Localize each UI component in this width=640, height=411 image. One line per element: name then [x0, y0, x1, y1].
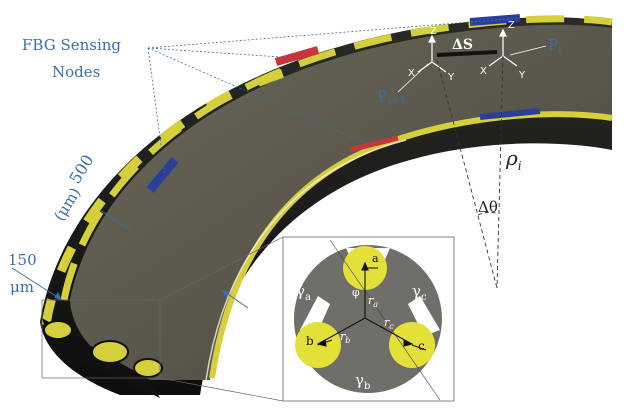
- outer-fiber-strip: [60, 15, 613, 301]
- p-i1-label: Pi+1: [376, 84, 407, 109]
- r-b-label: rb: [340, 330, 350, 345]
- inset-leaders: [41, 236, 284, 402]
- delta-s-label: ΔS: [452, 37, 473, 53]
- axis-y-1: Y: [447, 72, 455, 83]
- fbg-node-blue-2: [479, 108, 541, 120]
- gamma-b-label: γb: [355, 371, 370, 392]
- core-c-label: c: [418, 339, 425, 353]
- fbg-nodes-annotation: FBG Sensing Nodes: [22, 17, 521, 176]
- axis-y-2: Y: [518, 70, 526, 81]
- axis-x-2: X: [480, 66, 487, 77]
- gap-annotation: 150 μm: [8, 251, 249, 309]
- core-a-label: a: [372, 252, 379, 265]
- r-c-label: rc: [384, 316, 394, 331]
- cross-section-inset: γa γc γb a b c ra rb rc φ: [282, 236, 455, 402]
- axis-z-2: Z: [508, 20, 515, 31]
- phi-label: φ: [352, 286, 360, 299]
- r-a-label: ra: [368, 294, 378, 309]
- p-i-label: Pi: [548, 36, 561, 57]
- core-b-label: b: [306, 334, 314, 348]
- rho-label: ρi: [505, 146, 522, 173]
- fbg-node-red-1: [274, 46, 320, 66]
- axis-z-1: Z: [430, 26, 437, 37]
- width-unit: (μm): [50, 184, 84, 224]
- local-frames: [417, 28, 518, 73]
- fbg-label-line2: Nodes: [52, 63, 100, 81]
- curved-tube: [40, 14, 613, 398]
- tube-top-face: [70, 24, 612, 380]
- fbg-node-blue-3: [146, 157, 179, 193]
- gap-unit: μm: [10, 278, 34, 296]
- side-fiber-strip: [41, 63, 302, 326]
- axis-x-1: X: [408, 68, 415, 79]
- fbg-node-red-2: [349, 135, 399, 153]
- delta-theta-label: Δθ: [478, 198, 498, 216]
- gamma-a-label: γa: [296, 282, 311, 303]
- gamma-c-label: γc: [412, 282, 427, 303]
- gap-value: 150: [8, 251, 37, 269]
- fbg-label-line1: FBG Sensing: [22, 36, 121, 54]
- curvature-lines: [436, 55, 504, 289]
- width-value: 500: [65, 151, 97, 187]
